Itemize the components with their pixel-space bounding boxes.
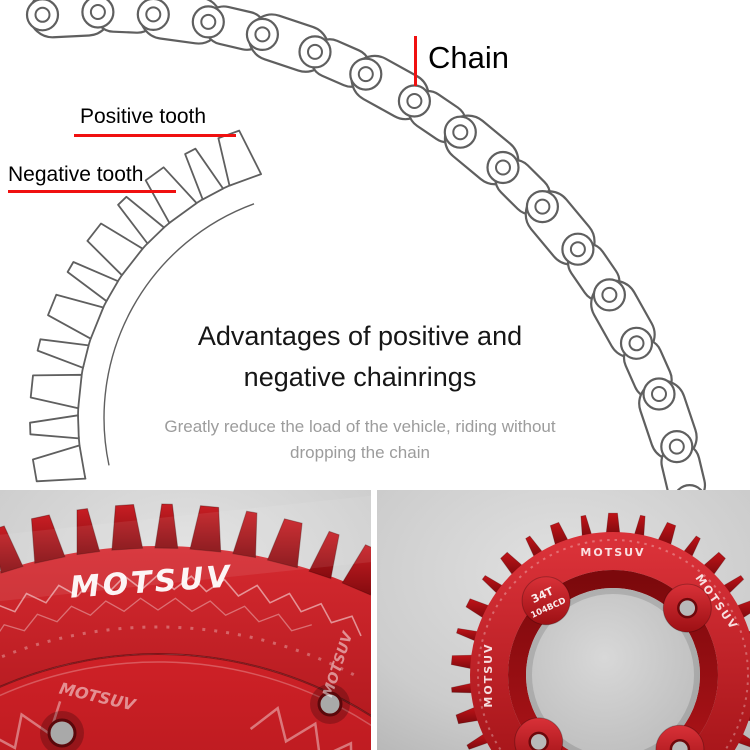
chainring-face: [0, 654, 371, 750]
bolt-hole: [317, 691, 343, 717]
right-chainring: [450, 512, 750, 750]
chain-pin: [628, 335, 645, 352]
positive-tooth-leader-line: [74, 134, 236, 137]
sketch-narrow-tooth: [184, 147, 224, 201]
left-narrow-tooth: [232, 510, 258, 559]
sketch-narrow-tooth: [117, 195, 165, 245]
bolt-hole: [677, 597, 698, 619]
right-wide-tooth: [605, 512, 621, 535]
sketch-wide-tooth: [47, 293, 105, 340]
left-photo-svg: MOTSUV MOTSUV MOTSUV: [0, 490, 371, 750]
center-hole: [526, 588, 700, 750]
right-brand-text-left: MOTSUV: [482, 642, 495, 707]
chain-pin: [200, 13, 217, 30]
bolt-hole: [528, 731, 549, 750]
bolt-tab: [655, 724, 705, 750]
left-photo-highlight: [0, 490, 371, 605]
sketch-wide-tooth: [86, 222, 144, 277]
chain-pin: [89, 4, 106, 20]
product-photo-left: MOTSUV MOTSUV MOTSUV: [0, 490, 371, 750]
chain-pin: [569, 241, 586, 258]
sketch-wide-tooth: [32, 444, 87, 483]
negative-tooth-leader-line: [8, 190, 176, 193]
chain-pin: [651, 386, 667, 402]
etched-zigzag-pattern: [249, 706, 353, 750]
chain-pin: [495, 159, 511, 176]
left-wide-tooth: [30, 514, 66, 564]
sketch-teeth-group: [29, 129, 262, 483]
subheading-line1: Greatly reduce the load of the vehicle, …: [164, 417, 556, 436]
etched-zigzag-pattern: [0, 701, 62, 750]
chain-pin: [668, 438, 685, 455]
heading-line1: Advantages of positive and: [197, 321, 523, 351]
left-wide-tooth: [111, 503, 144, 551]
chainring-inner-arc: [103, 203, 255, 466]
sketch-narrow-tooth: [66, 261, 119, 302]
left-narrow-tooth: [308, 530, 340, 580]
bolt-hole: [47, 718, 77, 748]
negative-tooth-label: Negative tooth: [8, 163, 144, 186]
left-wide-tooth: [266, 518, 303, 569]
chain-label: Chain: [428, 40, 509, 75]
chain-pin: [406, 93, 423, 109]
advantages-subheading: Greatly reduce the load of the vehicle, …: [0, 414, 720, 467]
etched-zigzag-pattern: [0, 573, 362, 637]
center-hole-shadow: [526, 588, 700, 750]
chain-pin: [34, 6, 51, 23]
chainring-bevel: [508, 570, 718, 750]
heading-line2: negative chainrings: [243, 361, 477, 392]
product-photo-right: 34T 104BCD MOTSUV MOTSUV MOTSUV: [377, 490, 750, 750]
sketch-narrow-tooth: [29, 414, 80, 440]
bolt-hole: [669, 739, 691, 750]
left-wide-tooth: [341, 544, 371, 596]
ring-step-highlight: [0, 661, 371, 727]
left-chainring: [0, 503, 371, 750]
advantages-heading: Advantages of positive and negative chai…: [0, 316, 720, 397]
ring-step-line: [0, 653, 371, 718]
sketch-wide-tooth: [29, 373, 83, 410]
etched-zigzag-pattern: [0, 597, 312, 633]
chain-pin: [357, 66, 374, 83]
right-brand-text-top: MOTSUV: [580, 546, 645, 559]
chain-pin: [254, 26, 271, 43]
chainring-chain-sketch: [25, 0, 707, 490]
left-narrow-tooth: [154, 503, 179, 549]
chain-roller: [676, 484, 703, 490]
sketch-chain-group: [25, 0, 707, 490]
product-photos: MOTSUV MOTSUV MOTSUV: [0, 490, 750, 750]
sketch-wide-tooth: [144, 166, 198, 224]
sketch-wide-tooth: [217, 129, 262, 187]
chain-pin: [534, 198, 551, 215]
etched-dash-ring: [477, 539, 749, 750]
chain-pin: [307, 43, 323, 60]
right-photo-svg: 34T 104BCD MOTSUV MOTSUV MOTSUV: [377, 490, 750, 750]
chain-pin: [601, 286, 618, 303]
diagram-section: Chain Positive tooth Negative tooth Adva…: [0, 0, 720, 490]
left-narrow-tooth: [0, 525, 24, 574]
chain-leader-line: [414, 36, 417, 86]
subheading-line2: dropping the chain: [290, 443, 430, 463]
chainring-band: [0, 545, 371, 716]
sketch-narrow-tooth: [36, 338, 90, 369]
left-narrow-tooth: [76, 508, 101, 556]
left-wide-tooth: [189, 505, 222, 553]
positive-tooth-label: Positive tooth: [80, 105, 207, 128]
chain-pin: [145, 6, 162, 23]
chainring-band: [470, 532, 750, 750]
bolt-tab: [521, 576, 571, 626]
chain-pin: [452, 124, 469, 141]
